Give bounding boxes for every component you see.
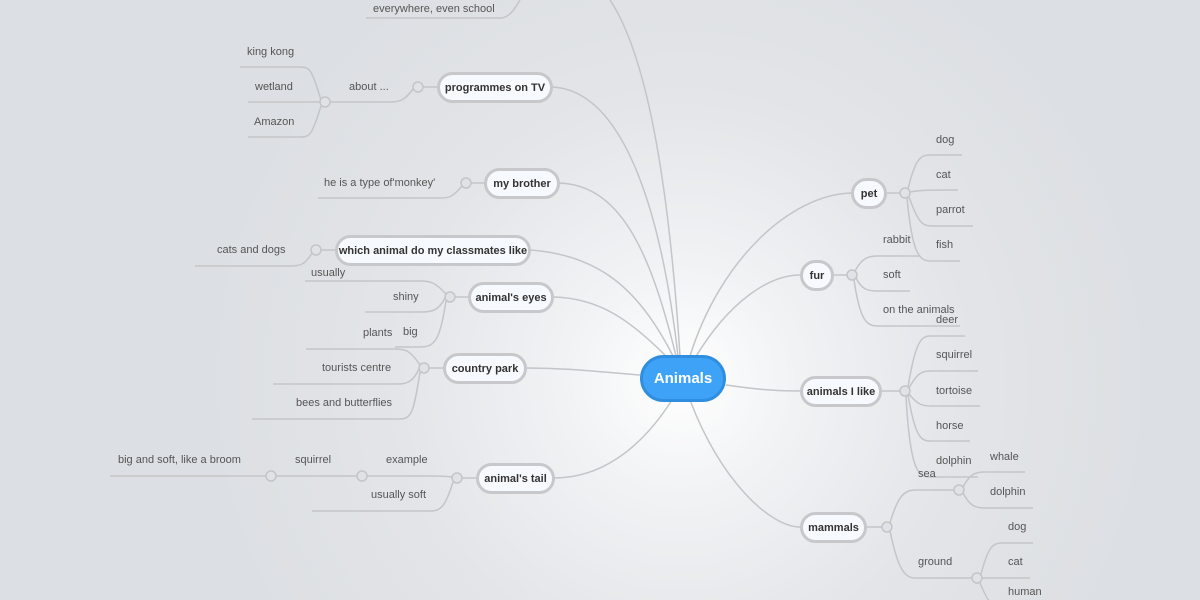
leaf-soft[interactable]: soft (883, 269, 901, 281)
leaf-sea[interactable]: sea (918, 468, 936, 480)
leaf-fish[interactable]: fish (936, 239, 954, 251)
leaf-cat[interactable]: cat (936, 169, 951, 181)
node-mammals[interactable]: mammals (800, 512, 867, 543)
node-animals-i-like[interactable]: animals I like (800, 376, 882, 407)
leaf-usually[interactable]: usually (311, 267, 346, 279)
node-my-brother[interactable]: my brother (484, 168, 560, 199)
leaf-dolphin-sea[interactable]: dolphin (990, 486, 1026, 498)
leaf-cat-ground[interactable]: cat (1008, 556, 1023, 568)
leaf-shiny[interactable]: shiny (393, 291, 419, 303)
leaf-squirrel[interactable]: squirrel (295, 454, 332, 466)
leaf-amazon[interactable]: Amazon (254, 116, 295, 128)
leaf-about[interactable]: about ... (349, 81, 389, 93)
node-programmes-on-tv[interactable]: programmes on TV (437, 72, 553, 103)
leaf-parrot[interactable]: parrot (936, 204, 965, 216)
leaf-deer[interactable]: deer (936, 314, 959, 326)
leaf-dog[interactable]: dog (936, 134, 955, 146)
node-country-park[interactable]: country park (443, 353, 527, 384)
node-which-animal-classmates-like[interactable]: which animal do my classmates like (335, 235, 531, 266)
leaf-king-kong[interactable]: king kong (247, 46, 295, 58)
leaf-horse[interactable]: horse (936, 420, 964, 432)
leaf-plants[interactable]: plants (363, 327, 393, 339)
leaf-example[interactable]: example (386, 454, 428, 466)
leaf-bees-and-butterflies[interactable]: bees and butterflies (296, 397, 393, 409)
leaf-human[interactable]: human (1008, 586, 1042, 598)
leaf-usually-soft[interactable]: usually soft (371, 489, 427, 501)
leaf-big[interactable]: big (403, 326, 418, 338)
leaf-monkey[interactable]: he is a type of'monkey' (324, 177, 436, 189)
leaf-dolphin[interactable]: dolphin (936, 455, 972, 467)
node-fur[interactable]: fur (800, 260, 834, 291)
leaf-big-and-soft[interactable]: big and soft, like a broom (118, 454, 241, 466)
node-pet[interactable]: pet (851, 178, 887, 209)
leaf-on-the-animals[interactable]: on the animals (883, 304, 955, 316)
leaf-cats-and-dogs[interactable]: cats and dogs (217, 244, 286, 256)
leaf-wetland[interactable]: wetland (255, 81, 293, 93)
node-animals-eyes[interactable]: animal's eyes (468, 282, 554, 313)
node-animals-tail[interactable]: animal's tail (476, 463, 555, 494)
leaf-tourists-centre[interactable]: tourists centre (322, 362, 392, 374)
leaf-ground[interactable]: ground (918, 556, 953, 568)
leaf-everywhere[interactable]: everywhere, even school (373, 3, 495, 15)
leaf-dog-ground[interactable]: dog (1008, 521, 1027, 533)
leaf-tortoise[interactable]: tortoise (936, 385, 973, 397)
leaf-rabbit[interactable]: rabbit (883, 234, 911, 246)
leaf-whale[interactable]: whale (990, 451, 1019, 463)
root-node-animals[interactable]: Animals (640, 355, 726, 402)
leaf-squirrel-right[interactable]: squirrel (936, 349, 973, 361)
